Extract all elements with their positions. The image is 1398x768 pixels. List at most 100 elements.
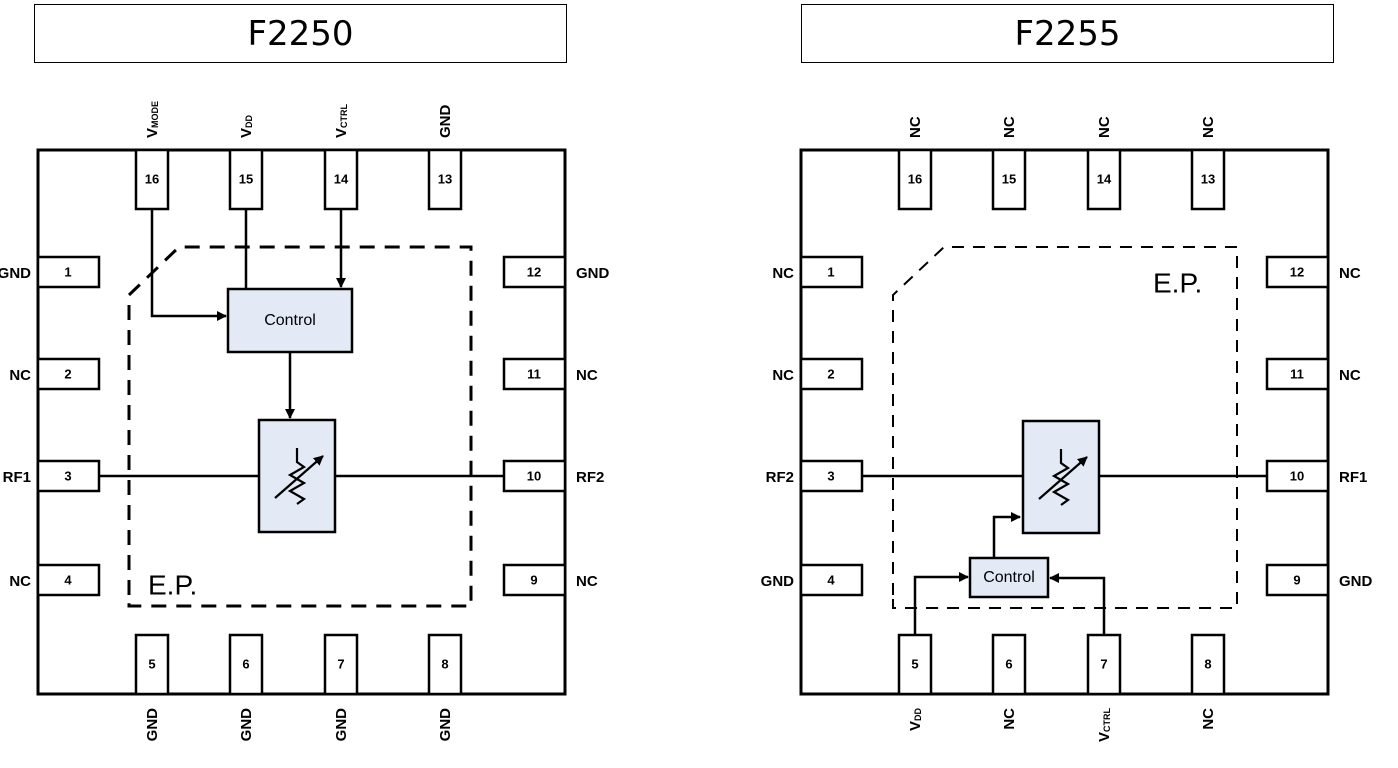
pin-8-label: NC (1200, 708, 1217, 730)
pin-6-label: GND (238, 708, 255, 742)
pin-12-label: GND (576, 265, 610, 282)
attenuator-block (257, 418, 337, 534)
pin-11-number: 11 (1290, 366, 1304, 381)
pin-4-number: 4 (64, 572, 72, 587)
pin-7-label: GND (333, 708, 350, 742)
pin-14-pad (1086, 148, 1122, 211)
pin-5-pad (897, 633, 933, 696)
control-label: Control (983, 569, 1035, 586)
pin-10-pad (502, 459, 567, 493)
pin-15-pad (991, 148, 1027, 211)
pin-7-number: 7 (1100, 656, 1107, 671)
pin-3-pad (799, 459, 864, 493)
pin-7-label: VCTRL (1096, 708, 1113, 743)
pin-9-pad (502, 563, 567, 597)
control-label: Control (264, 312, 316, 329)
pin-11-number: 11 (527, 366, 541, 381)
pin-13-label: GND (437, 105, 454, 139)
pin-12-pad (1265, 255, 1330, 289)
pin-3-number: 3 (64, 468, 71, 483)
pin-3-number: 3 (827, 468, 834, 483)
pin-2-pad (36, 357, 101, 391)
pin-10-number: 10 (1290, 468, 1304, 483)
control-box (226, 287, 354, 354)
pin-16-pad (134, 148, 170, 211)
pin-13-label: NC (1200, 116, 1217, 138)
pin-4-pad (36, 563, 101, 597)
control-to-attenuator (992, 512, 1021, 558)
pin-8-pad (1190, 633, 1226, 696)
pin-4-pad (799, 563, 864, 597)
pin-7-pad (323, 633, 359, 696)
pin-8-number: 8 (1204, 656, 1211, 671)
exposed-pad-label: E.P. (1153, 267, 1202, 298)
pin-14-number: 14 (334, 171, 349, 186)
pin-7-pad (1086, 633, 1122, 696)
attenuator-box (257, 418, 337, 534)
pin-4-number: 4 (827, 572, 835, 587)
pin-12-number: 12 (527, 264, 541, 279)
f2255-title: F2255 (801, 4, 1334, 63)
pin-14-label: VCTRL (333, 103, 350, 138)
pin-2-number: 2 (64, 366, 71, 381)
pin-1-pad (799, 255, 864, 289)
pin-12-label: NC (1339, 265, 1361, 282)
pin-6-label: NC (1001, 708, 1018, 730)
vctrl-connection (1049, 573, 1106, 635)
pin-13-pad (427, 148, 463, 211)
pin-10-number: 10 (527, 468, 541, 483)
pin-15-number: 15 (239, 171, 253, 186)
pin-4-label: NC (9, 573, 31, 590)
pin-8-label: GND (437, 708, 454, 742)
pin-6-number: 6 (1005, 656, 1012, 671)
pin-10-label: RF2 (576, 469, 604, 486)
pin-6-pad (228, 633, 264, 696)
pin-5-label: VDD (907, 708, 924, 732)
f2250-title: F2250 (34, 4, 567, 63)
pin-5-pad (134, 633, 170, 696)
pin-11-label: NC (1339, 367, 1361, 384)
pin-16-pad (897, 148, 933, 211)
pin-12-pad (502, 255, 567, 289)
pin-15-label: NC (1001, 116, 1018, 138)
pin-9-pad (1265, 563, 1330, 597)
pin-13-pad (1190, 148, 1226, 211)
pin-11-label: NC (576, 367, 598, 384)
pin-1-label: GND (0, 265, 31, 282)
pin-6-pad (991, 633, 1027, 696)
pin-16-label: NC (907, 116, 924, 138)
pin-9-number: 9 (1293, 572, 1300, 587)
attenuator-block (1021, 419, 1101, 535)
pin-8-pad (427, 633, 463, 696)
pin-8-number: 8 (441, 656, 448, 671)
pin-10-label: RF1 (1339, 469, 1367, 486)
pin-5-number: 5 (911, 656, 918, 671)
pin-1-pad (36, 255, 101, 289)
pin-1-label: NC (772, 265, 794, 282)
pin-3-pad (36, 459, 101, 493)
pin-16-number: 16 (145, 171, 159, 186)
pin-14-number: 14 (1097, 171, 1112, 186)
exposed-pad-outline (127, 245, 473, 608)
pin-9-label: GND (1339, 573, 1373, 590)
pin-6-number: 6 (242, 656, 249, 671)
variable-arrow-icon (1038, 456, 1088, 500)
pin-3-label: RF2 (766, 469, 794, 486)
pin-14-pad (323, 148, 359, 211)
pin-12-number: 12 (1290, 264, 1304, 279)
pin-9-number: 9 (530, 572, 537, 587)
pin-7-number: 7 (337, 656, 344, 671)
control-box (968, 556, 1050, 599)
vmode-connection (150, 209, 227, 321)
pin-11-pad (502, 357, 567, 391)
pin-15-pad (228, 148, 264, 211)
pin-16-number: 16 (908, 171, 922, 186)
control-block: Control (226, 287, 354, 354)
control-block: Control (968, 556, 1050, 599)
pin-2-label: NC (772, 367, 794, 384)
pin-2-label: NC (9, 367, 31, 384)
attenuator-box (1021, 419, 1101, 535)
pin-13-number: 13 (1201, 171, 1215, 186)
